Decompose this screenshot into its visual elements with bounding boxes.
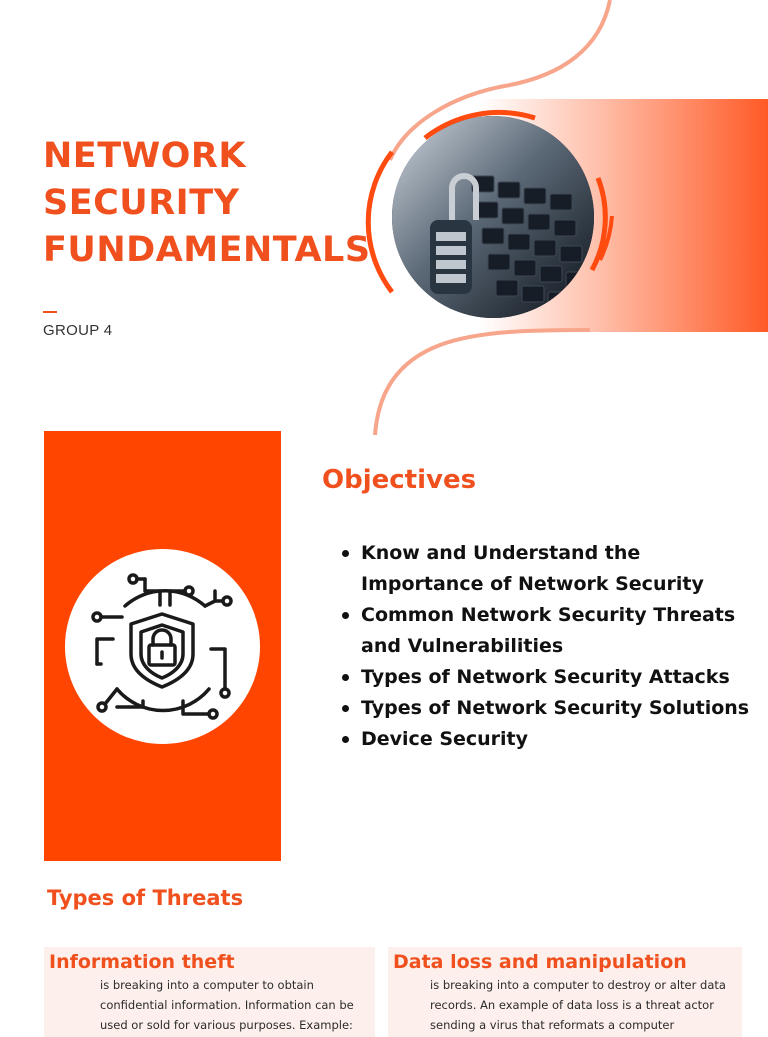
threat-card-title: Data loss and manipulation	[393, 951, 687, 973]
list-item: Types of Network Security Attacks	[340, 662, 760, 693]
title-line: FUNDAMENTALS	[43, 230, 371, 270]
page-title: NETWORK SECURITY FUNDAMENTALS	[43, 133, 371, 274]
ring-arc-left	[365, 150, 394, 294]
subtitle: GROUP 4	[43, 322, 113, 339]
threat-card-information-theft: Information theft is breaking into a com…	[44, 947, 375, 1037]
threat-card-data-loss: Data loss and manipulation is breaking i…	[388, 947, 742, 1037]
objectives-list: Know and Understand the Importance of Ne…	[340, 538, 760, 755]
threat-card-body: is breaking into a computer to obtain co…	[100, 978, 354, 1032]
list-item: Device Security	[340, 724, 760, 755]
threats-heading: Types of Threats	[47, 886, 244, 910]
threat-card-title: Information theft	[49, 951, 235, 973]
objectives-panel	[44, 431, 281, 861]
bottom-arc	[373, 328, 591, 436]
title-line: NETWORK	[43, 136, 247, 176]
shield-lock-circuit-icon	[91, 573, 233, 720]
list-item: Common Network Security Threats and Vuln…	[340, 600, 760, 662]
shield-lock-circle	[65, 549, 260, 744]
title-line: SECURITY	[43, 183, 240, 223]
objectives-heading: Objectives	[322, 465, 477, 495]
list-item: Know and Understand the Importance of Ne…	[340, 538, 760, 600]
list-item: Types of Network Security Solutions	[340, 693, 760, 724]
threat-card-body: is breaking into a computer to destroy o…	[430, 978, 726, 1032]
padlock-icon	[392, 116, 594, 318]
accent-divider	[43, 311, 57, 313]
hero-photo	[392, 116, 594, 318]
